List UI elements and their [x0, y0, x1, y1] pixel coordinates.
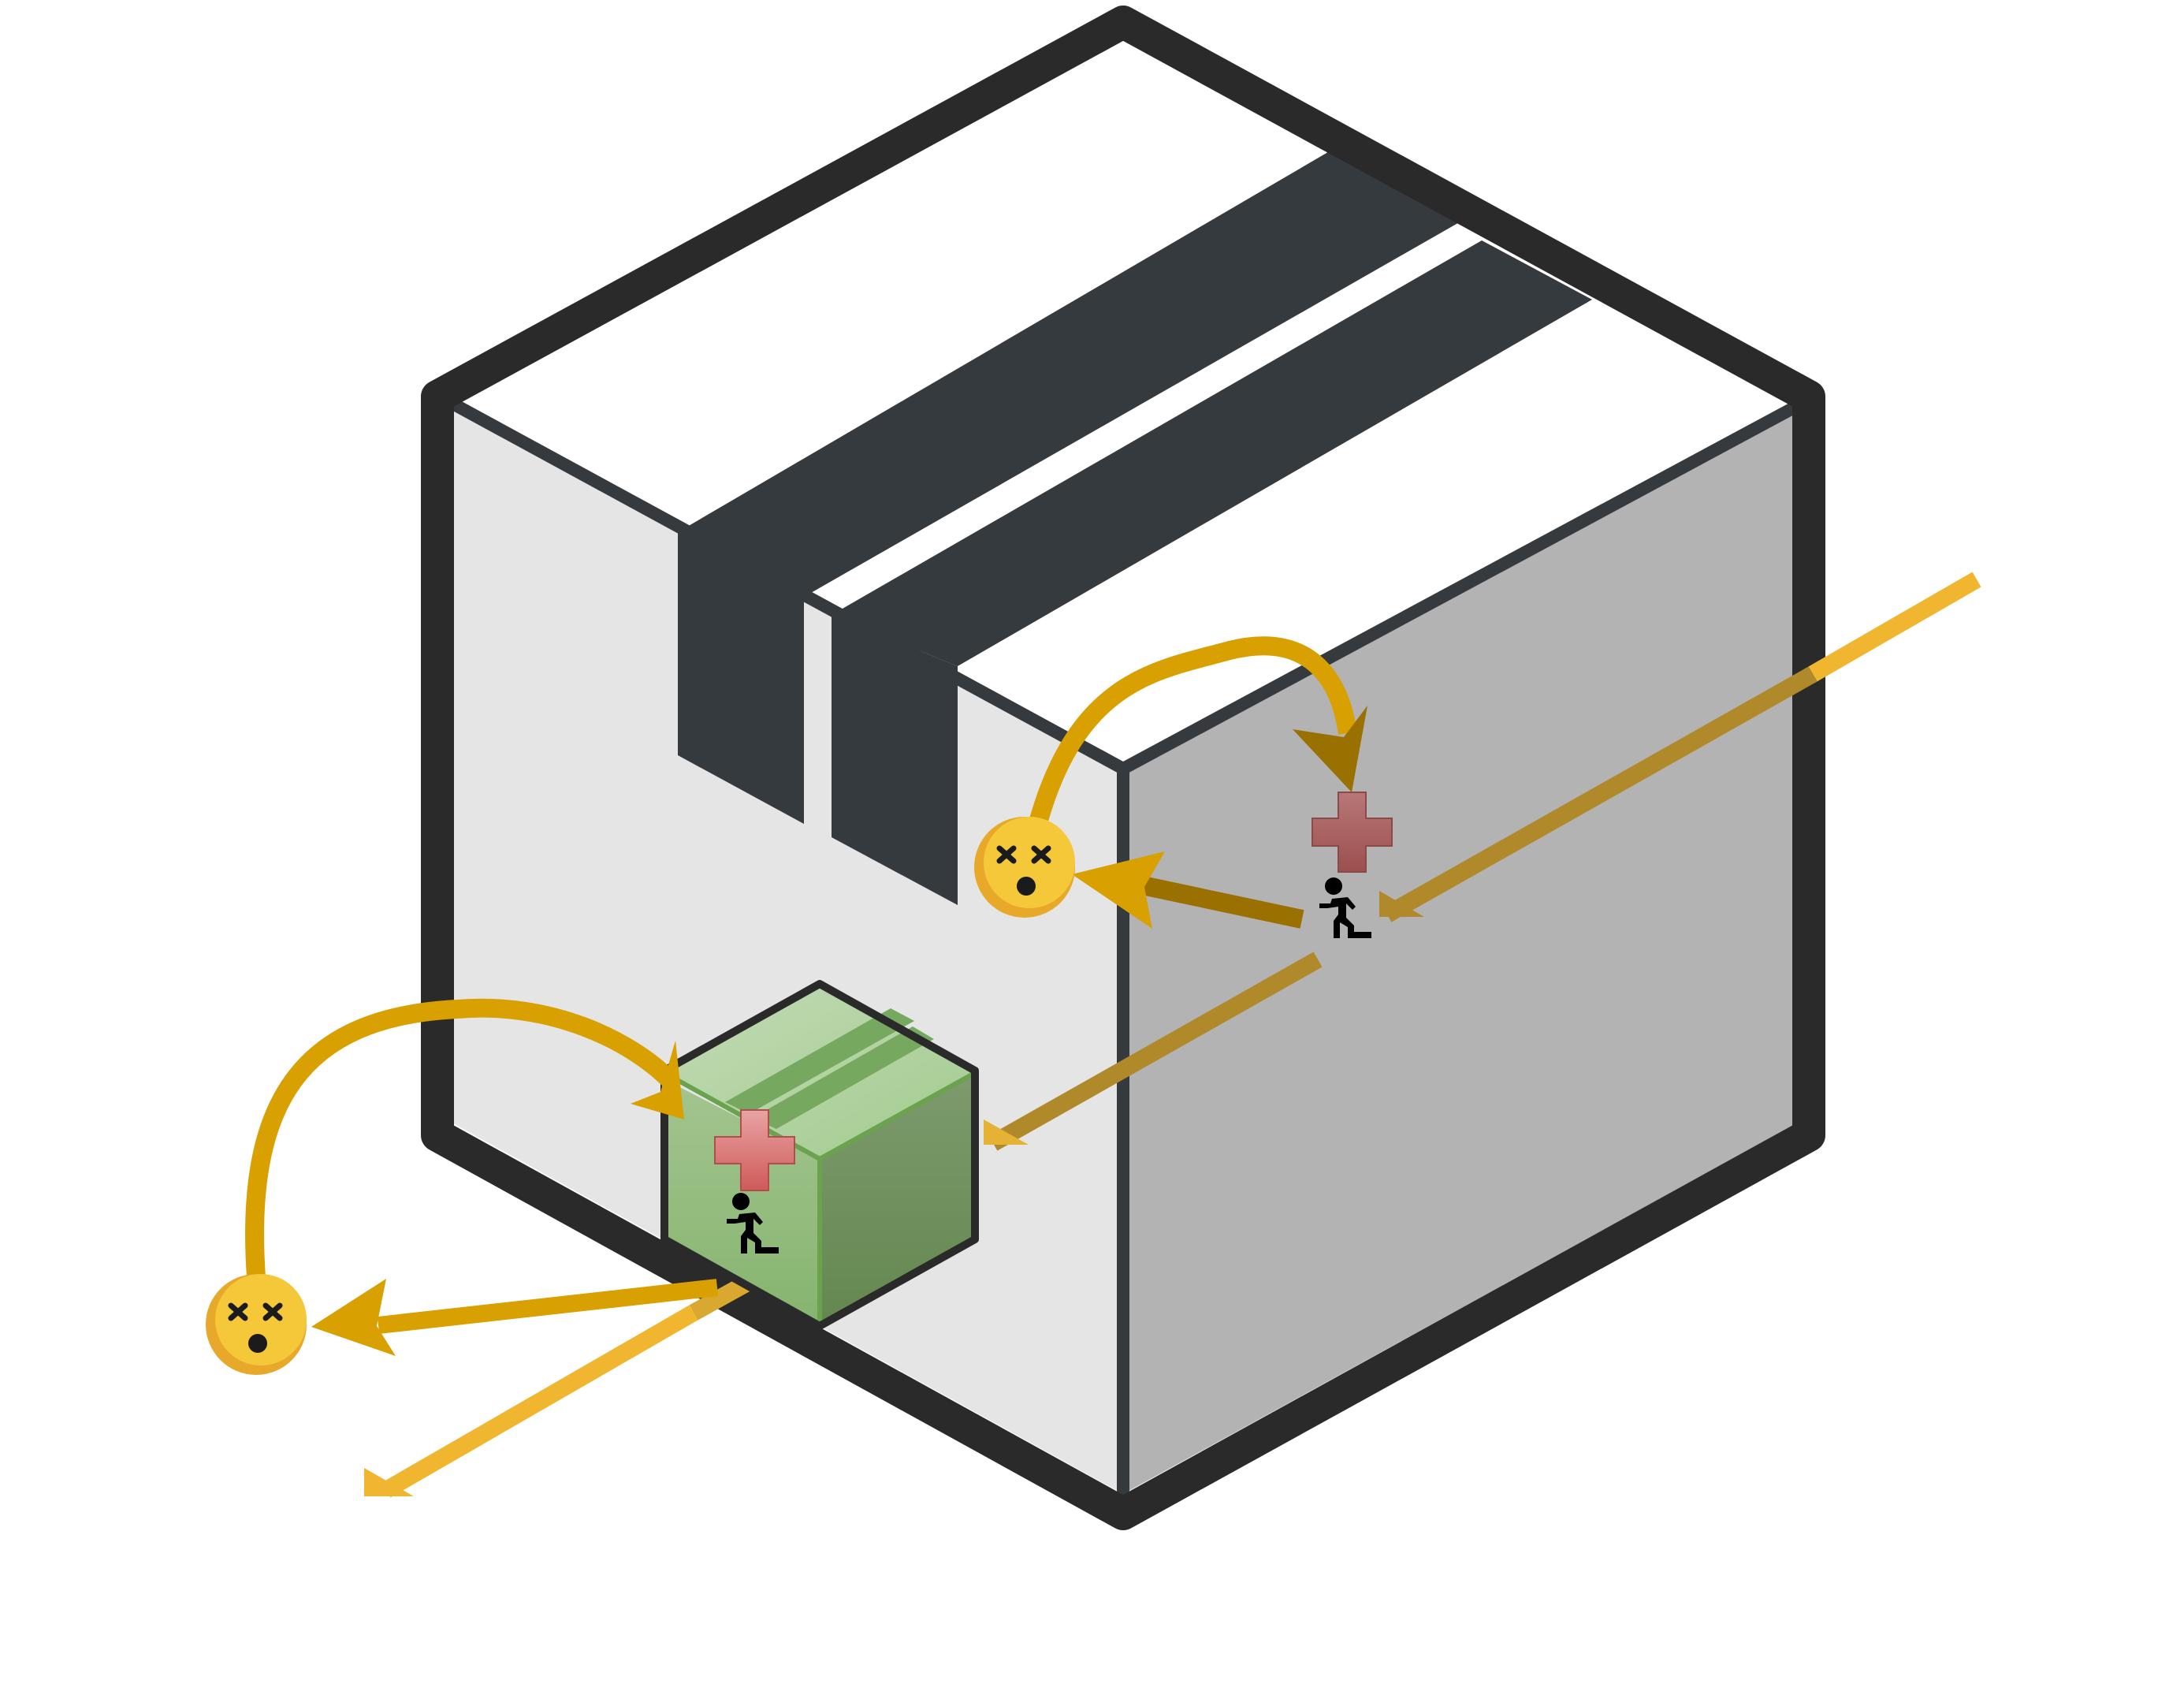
small-box-tape — [725, 1008, 934, 1129]
straight-arrow-top-head — [1072, 851, 1165, 929]
beam-2-exit — [381, 1305, 698, 1498]
medical-cross-icon — [714, 1109, 795, 1191]
running-person-icon — [1319, 877, 1371, 938]
curved-arrow-left-head — [631, 1041, 684, 1119]
tape-strip-side-right — [832, 615, 958, 905]
beam-1-outside-entry — [1808, 572, 1981, 682]
curved-arrow-top-head — [1293, 706, 1367, 792]
dizzy-face-icon — [206, 1274, 307, 1375]
beam-1-inside — [1382, 666, 1818, 922]
packing-tape — [678, 150, 1592, 905]
beam-1-arrowhead — [1379, 891, 1424, 917]
tape-strip-side-left — [678, 532, 804, 824]
small-box-right-face — [820, 1072, 973, 1324]
tape-strip-top-left — [678, 150, 1462, 599]
running-person-icon — [727, 1193, 779, 1254]
curved-arrow-left — [245, 998, 684, 1278]
beam-2-arrowhead — [364, 1468, 414, 1496]
medical-cross-icon — [1312, 792, 1393, 873]
straight-arrow-left-head — [311, 1279, 396, 1356]
particle-beam-1 — [984, 572, 1981, 1151]
straight-arrow-top — [1072, 851, 1304, 929]
tape-strip-top-right — [832, 240, 1592, 666]
dizzy-face-icon — [974, 817, 1075, 918]
big-box-outline — [421, 6, 1825, 1530]
straight-arrow-left — [311, 1279, 719, 1356]
beam-1-exit-arrowhead — [984, 1119, 1029, 1145]
beam-1-exit — [988, 952, 1323, 1151]
curved-arrow-top — [1029, 636, 1367, 823]
